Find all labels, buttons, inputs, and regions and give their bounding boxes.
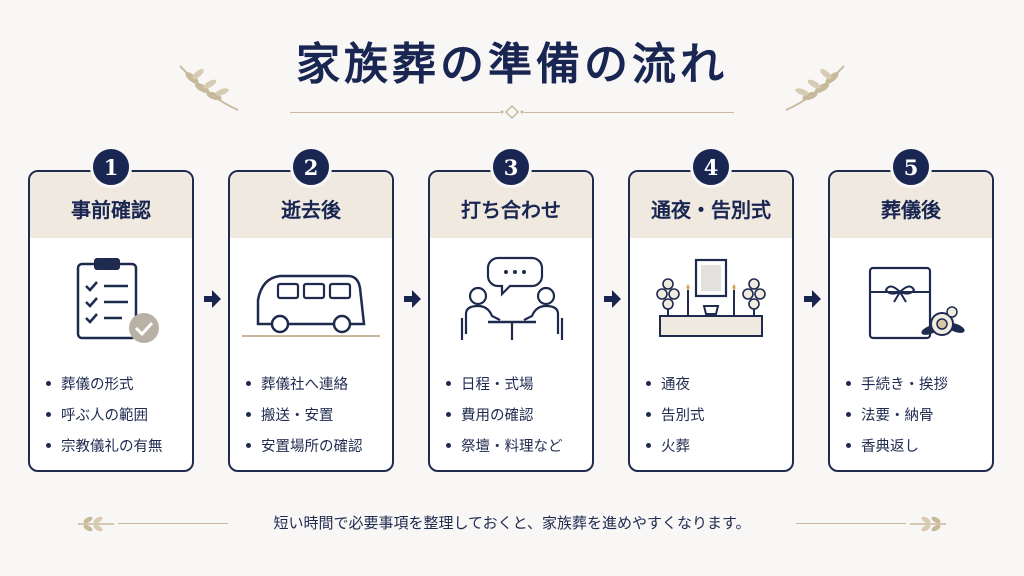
sprig-right-icon <box>910 516 946 532</box>
page-title: 家族葬の準備の流れ <box>296 39 728 90</box>
step-number-badge: 4 <box>690 146 732 188</box>
footer-note: 短い時間で必要事項を整理しておくと、家族葬を進めやすくなります。 <box>273 514 751 532</box>
list-item: 搬送・安置 <box>246 399 386 430</box>
gift-envelope-icon <box>868 266 965 340</box>
step-heading: 事前確認 <box>30 172 192 238</box>
list-item: 呼ぶ人の範囲 <box>46 399 186 430</box>
step-card-5: 葬儀後 手続き・挨拶 法要・納骨 香典返し <box>828 170 994 472</box>
list-item: 祭壇・料理など <box>446 430 586 461</box>
arrow-right-icon <box>404 290 421 308</box>
list-item: 日程・式場 <box>446 368 586 399</box>
list-item: 告別式 <box>646 399 786 430</box>
step-heading: 逝去後 <box>230 172 392 238</box>
laurel-left-icon <box>179 65 239 111</box>
list-item: 法要・納骨 <box>846 399 986 430</box>
step-card-4: 通夜・告別式 通夜 告別式 火葬 <box>628 170 794 472</box>
footer-divider-right <box>796 523 906 524</box>
step-number-badge: 3 <box>490 146 532 188</box>
list-item: 宗教儀礼の有無 <box>46 430 186 461</box>
van-icon <box>242 274 380 337</box>
list-item: 通夜 <box>646 368 786 399</box>
list-item: 香典返し <box>846 430 986 461</box>
altar-icon <box>656 258 766 337</box>
footer-divider-left <box>118 523 228 524</box>
list-item: 葬儀社へ連絡 <box>246 368 386 399</box>
arrow-right-icon <box>604 290 621 308</box>
list-item: 安置場所の確認 <box>246 430 386 461</box>
step-card-2: 逝去後 葬儀社へ連絡 搬送・安置 安置場所の確認 <box>228 170 394 472</box>
list-item: 葬儀の形式 <box>46 368 186 399</box>
diamond-ornament-icon <box>500 104 524 120</box>
meeting-icon <box>460 256 564 340</box>
step-items: 葬儀社へ連絡 搬送・安置 安置場所の確認 <box>246 368 386 461</box>
clipboard-check-icon <box>76 258 159 343</box>
step-number-badge: 5 <box>890 146 932 188</box>
step-number-badge: 1 <box>90 146 132 188</box>
step-card-3: 打ち合わせ 日程・式場 費用の確認 祭壇・料理など <box>428 170 594 472</box>
step-number-badge: 2 <box>290 146 332 188</box>
step-items: 通夜 告別式 火葬 <box>646 368 786 461</box>
arrow-right-icon <box>204 290 221 308</box>
list-item: 費用の確認 <box>446 399 586 430</box>
step-items: 日程・式場 費用の確認 祭壇・料理など <box>446 368 586 461</box>
step-items: 葬儀の形式 呼ぶ人の範囲 宗教儀礼の有無 <box>46 368 186 461</box>
step-heading: 通夜・告別式 <box>630 172 792 238</box>
step-card-1: 事前確認 葬儀の形式 呼ぶ人の範囲 宗教儀礼の有無 <box>28 170 194 472</box>
step-items: 手続き・挨拶 法要・納骨 香典返し <box>846 368 986 461</box>
laurel-right-icon <box>785 65 845 111</box>
arrow-right-icon <box>804 290 821 308</box>
sprig-left-icon <box>77 516 114 532</box>
list-item: 火葬 <box>646 430 786 461</box>
list-item: 手続き・挨拶 <box>846 368 986 399</box>
